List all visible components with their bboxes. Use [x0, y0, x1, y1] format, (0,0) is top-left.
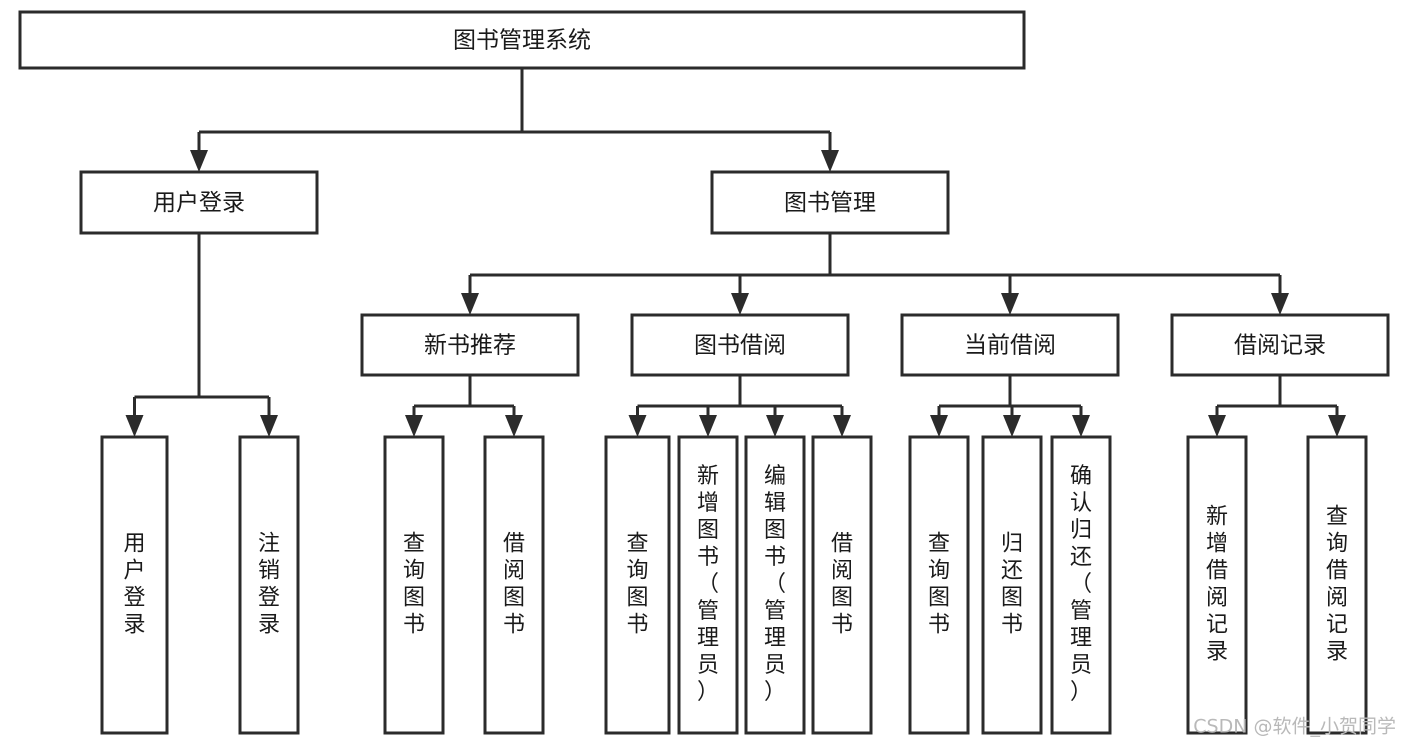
conn-root-arrow-0 — [190, 150, 208, 172]
conn-current_borrow-arrow-0 — [930, 415, 948, 437]
node-leaf-book_borrow-3-label: 借阅图书 — [831, 532, 853, 638]
conn-current_borrow-arrow-2 — [1072, 415, 1090, 437]
conn-new_book_recommend-arrow-1 — [505, 415, 523, 437]
node-l1-0[interactable]: 用户登录 — [79, 170, 319, 235]
node-root-system-label: 图书管理系统 — [453, 28, 591, 54]
node-leaf-book_borrow-3[interactable]: 借阅图书 — [811, 435, 873, 735]
node-leaf-current_borrow-2[interactable]: 确认归还（管理员） — [1050, 435, 1112, 735]
node-leaf-user_login-1-label: 注销登录 — [258, 532, 280, 638]
conn-book-mgmt-arrow-0 — [461, 293, 479, 315]
node-leaf-book_borrow-2-label: 编辑图书（管理员） — [764, 464, 786, 705]
conn-user-login-arrow-0 — [125, 415, 144, 437]
conn-book_borrow-arrow-2 — [766, 415, 784, 437]
node-leaf-book_borrow-0-box[interactable] — [604, 435, 671, 735]
node-leaf-new_book_recommend-1-label: 借阅图书 — [503, 532, 525, 638]
conn-book-mgmt-arrow-2 — [1001, 293, 1019, 315]
node-leaf-current_borrow-0-label: 查询图书 — [928, 532, 950, 638]
node-root-system[interactable]: 图书管理系统 — [18, 10, 1026, 70]
conn-book_borrow-arrow-1 — [699, 415, 717, 437]
node-l1-1-box[interactable] — [710, 170, 950, 235]
conn-book-mgmt-arrow-3 — [1271, 293, 1289, 315]
node-leaf-current_borrow-1-label: 归还图书 — [1001, 532, 1023, 638]
node-l1-0-box[interactable] — [79, 170, 319, 235]
node-l2-2[interactable]: 当前借阅 — [900, 313, 1120, 377]
node-leaf-user_login-1[interactable]: 注销登录 — [238, 435, 300, 735]
node-l2-3-box[interactable] — [1170, 313, 1390, 377]
node-leaf-borrow_record-0-box[interactable] — [1186, 435, 1248, 735]
conn-book-mgmt-arrow-1 — [731, 293, 749, 315]
node-leaf-borrow_record-1[interactable]: 查询借阅记录 — [1306, 435, 1368, 735]
connector-layer — [125, 68, 1346, 437]
node-l1-0-label: 用户登录 — [153, 190, 245, 216]
conn-book_borrow-arrow-3 — [833, 415, 851, 437]
node-leaf-user_login-0-box[interactable] — [100, 435, 169, 735]
node-l1-1[interactable]: 图书管理 — [710, 170, 950, 235]
node-leaf-borrow_record-1-box[interactable] — [1306, 435, 1368, 735]
conn-root-arrow-1 — [821, 150, 839, 172]
node-leaf-book_borrow-1-box[interactable] — [677, 435, 739, 735]
node-leaf-new_book_recommend-0-box[interactable] — [383, 435, 445, 735]
node-leaf-current_borrow-0[interactable]: 查询图书 — [908, 435, 970, 735]
conn-new_book_recommend-arrow-0 — [405, 415, 423, 437]
node-l2-2-box[interactable] — [900, 313, 1120, 377]
node-leaf-new_book_recommend-1[interactable]: 借阅图书 — [483, 435, 545, 735]
node-leaf-book_borrow-2-box[interactable] — [744, 435, 806, 735]
node-l2-1[interactable]: 图书借阅 — [630, 313, 850, 377]
node-leaf-user_login-1-box[interactable] — [238, 435, 300, 735]
node-l2-1-box[interactable] — [630, 313, 850, 377]
node-l2-0[interactable]: 新书推荐 — [360, 313, 580, 377]
node-l2-2-label: 当前借阅 — [964, 333, 1056, 359]
node-layer: 图书管理系统用户登录图书管理新书推荐图书借阅当前借阅借阅记录用户登录注销登录查询… — [18, 10, 1390, 735]
node-l2-3[interactable]: 借阅记录 — [1170, 313, 1390, 377]
conn-borrow_record-arrow-1 — [1328, 415, 1346, 437]
node-leaf-new_book_recommend-0[interactable]: 查询图书 — [383, 435, 445, 735]
node-leaf-book_borrow-1-label: 新增图书（管理员） — [697, 464, 719, 705]
node-leaf-book_borrow-3-box[interactable] — [811, 435, 873, 735]
node-leaf-new_book_recommend-1-box[interactable] — [483, 435, 545, 735]
node-l2-3-label: 借阅记录 — [1234, 333, 1326, 359]
node-l2-1-label: 图书借阅 — [694, 333, 786, 359]
conn-book_borrow-arrow-0 — [628, 415, 647, 437]
node-leaf-current_borrow-1[interactable]: 归还图书 — [981, 435, 1043, 735]
node-leaf-book_borrow-0[interactable]: 查询图书 — [604, 435, 671, 735]
node-leaf-current_borrow-0-box[interactable] — [908, 435, 970, 735]
node-leaf-borrow_record-0-label: 新增借阅记录 — [1206, 505, 1228, 665]
node-leaf-book_borrow-0-label: 查询图书 — [626, 532, 648, 638]
node-leaf-current_borrow-1-box[interactable] — [981, 435, 1043, 735]
node-leaf-current_borrow-2-label: 确认归还（管理员） — [1070, 464, 1092, 705]
csdn-watermark: CSDN @软件_小贺同学 — [1193, 716, 1396, 738]
node-l2-0-label: 新书推荐 — [424, 333, 516, 359]
node-l1-1-label: 图书管理 — [784, 190, 876, 216]
node-leaf-user_login-0[interactable]: 用户登录 — [100, 435, 169, 735]
node-leaf-book_borrow-2[interactable]: 编辑图书（管理员） — [744, 435, 806, 735]
node-leaf-current_borrow-2-box[interactable] — [1050, 435, 1112, 735]
node-leaf-book_borrow-1[interactable]: 新增图书（管理员） — [677, 435, 739, 735]
node-root-system-box[interactable] — [18, 10, 1026, 70]
node-leaf-user_login-0-label: 用户登录 — [123, 532, 145, 638]
node-leaf-borrow_record-0[interactable]: 新增借阅记录 — [1186, 435, 1248, 735]
conn-borrow_record-arrow-0 — [1208, 415, 1226, 437]
node-l2-0-box[interactable] — [360, 313, 580, 377]
conn-current_borrow-arrow-1 — [1003, 415, 1021, 437]
node-leaf-borrow_record-1-label: 查询借阅记录 — [1326, 505, 1348, 665]
node-leaf-new_book_recommend-0-label: 查询图书 — [403, 532, 425, 638]
conn-user-login-arrow-1 — [260, 415, 278, 437]
